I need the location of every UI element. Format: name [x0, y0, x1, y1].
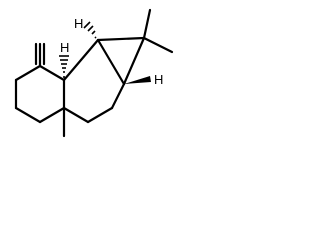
bond-c8a-c1: [38, 64, 66, 82]
right-ring: [62, 38, 126, 124]
left-ring: [14, 42, 66, 124]
cyclopropane-ring: [96, 36, 146, 86]
bond-c1-c2: [14, 64, 42, 82]
hash-segment: [83, 21, 91, 29]
bond-c4-c4a: [38, 106, 66, 124]
atom-label-h-top-left: H: [60, 40, 69, 55]
bond-c3-c4: [14, 106, 42, 124]
bond-c5-c6: [86, 106, 114, 124]
bond-methyl-up: [142, 8, 152, 40]
hashed-bond-to-h-top-center: [83, 21, 97, 39]
bond-c8-c9: [96, 36, 146, 42]
atom-label-h-top-center: H: [74, 16, 83, 31]
bond-c9-c7: [122, 36, 146, 86]
exocyclic-methylene: [34, 42, 46, 66]
gem-dimethyl: [142, 8, 174, 54]
chemical-structure-diagram: H H H: [14, 8, 174, 138]
bond-c8-c8a: [62, 38, 100, 82]
wedge-bond-to-h-right: [124, 76, 151, 84]
hash-segment: [87, 25, 94, 32]
hashed-bond-to-h-top-left: [59, 55, 69, 78]
bond-c7-c8: [96, 38, 126, 86]
bond-c4a-c5: [62, 106, 90, 124]
bond-methyl-right: [142, 36, 174, 54]
hash-segment: [91, 30, 96, 35]
bond-c6-c7: [110, 82, 126, 110]
hash-segment: [94, 36, 97, 39]
atom-label-h-right: H: [154, 72, 163, 87]
